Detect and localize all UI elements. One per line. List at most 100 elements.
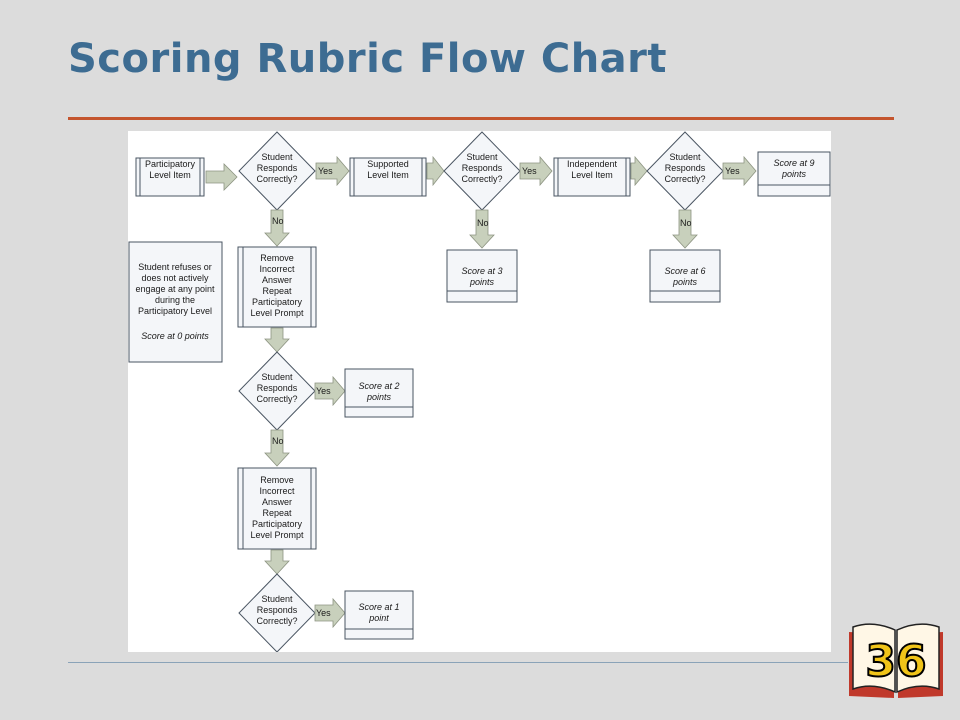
no-label: No <box>477 218 489 228</box>
decision-text: Correctly? <box>461 174 502 184</box>
page-number: 36 <box>865 636 926 687</box>
remove-text: Level Prompt <box>250 308 304 318</box>
decision-text: Student <box>261 594 293 604</box>
decision-text: Responds <box>665 163 706 173</box>
remove-text: Incorrect <box>259 486 295 496</box>
remove-text: Incorrect <box>259 264 295 274</box>
open-book-icon: 36 <box>849 623 943 698</box>
arrow-right <box>205 163 238 191</box>
decision-text: Correctly? <box>256 616 297 626</box>
no-label: No <box>272 436 284 446</box>
refusal-text: Student refuses or <box>138 262 212 272</box>
yes-arrow: Yes <box>315 155 350 187</box>
decision-text: Responds <box>257 605 298 615</box>
yes-arrow: Yes <box>314 597 346 629</box>
remove-text: Remove <box>260 475 294 485</box>
remove-text: Participatory <box>252 519 303 529</box>
yes-arrow: Yes <box>722 155 757 187</box>
score-2-line-1: Score at 2 <box>358 381 399 391</box>
title-underline <box>68 117 894 120</box>
score-2-line-2: points <box>366 392 392 402</box>
decision-text: Responds <box>257 383 298 393</box>
score-6-line-2: points <box>672 277 698 287</box>
yes-label: Yes <box>725 166 740 176</box>
remove-text: Repeat <box>262 286 292 296</box>
remove-text: Level Prompt <box>250 530 304 540</box>
score-0-text: Score at 0 points <box>141 331 209 341</box>
no-arrow: No <box>672 209 698 249</box>
independent-line-2: Level Item <box>571 170 613 180</box>
remove-text: Answer <box>262 275 292 285</box>
decision-text: Correctly? <box>664 174 705 184</box>
decision-text: Responds <box>462 163 503 173</box>
no-label: No <box>272 216 284 226</box>
score-9-line-1: Score at 9 <box>773 158 814 168</box>
score-6-line-1: Score at 6 <box>664 266 705 276</box>
footer-line <box>68 662 848 663</box>
decision-text: Student <box>669 152 701 162</box>
decision-text: Correctly? <box>256 174 297 184</box>
remove-text: Remove <box>260 253 294 263</box>
yes-label: Yes <box>316 386 331 396</box>
arrow-right <box>630 155 648 187</box>
no-arrow: No <box>264 429 290 467</box>
arrow-right <box>426 155 445 187</box>
supported-line-1: Supported <box>367 159 409 169</box>
decision-text: Correctly? <box>256 394 297 404</box>
refusal-text: does not actively <box>141 273 209 283</box>
no-label: No <box>680 218 692 228</box>
score-9-line-2: points <box>781 169 807 179</box>
no-arrow: No <box>264 209 290 247</box>
yes-label: Yes <box>522 166 537 176</box>
score-1-line-2: point <box>368 613 389 623</box>
score-3-line-1: Score at 3 <box>461 266 502 276</box>
independent-line-1: Independent <box>567 159 618 169</box>
yes-label: Yes <box>316 608 331 618</box>
yes-arrow: Yes <box>519 155 553 187</box>
decision-text: Student <box>261 152 293 162</box>
slide-title: Scoring Rubric Flow Chart <box>68 36 668 82</box>
page-number-badge: 36 <box>847 618 945 702</box>
remove-text: Repeat <box>262 508 292 518</box>
decision-text: Student <box>261 372 293 382</box>
score-3-line-2: points <box>469 277 495 287</box>
participatory-line-2: Level Item <box>149 170 191 180</box>
arrow-down <box>264 549 290 575</box>
arrow-down <box>264 327 290 353</box>
refusal-text: Participatory Level <box>138 306 212 316</box>
no-arrow: No <box>469 209 495 249</box>
participatory-line-1: Participatory <box>145 159 196 169</box>
